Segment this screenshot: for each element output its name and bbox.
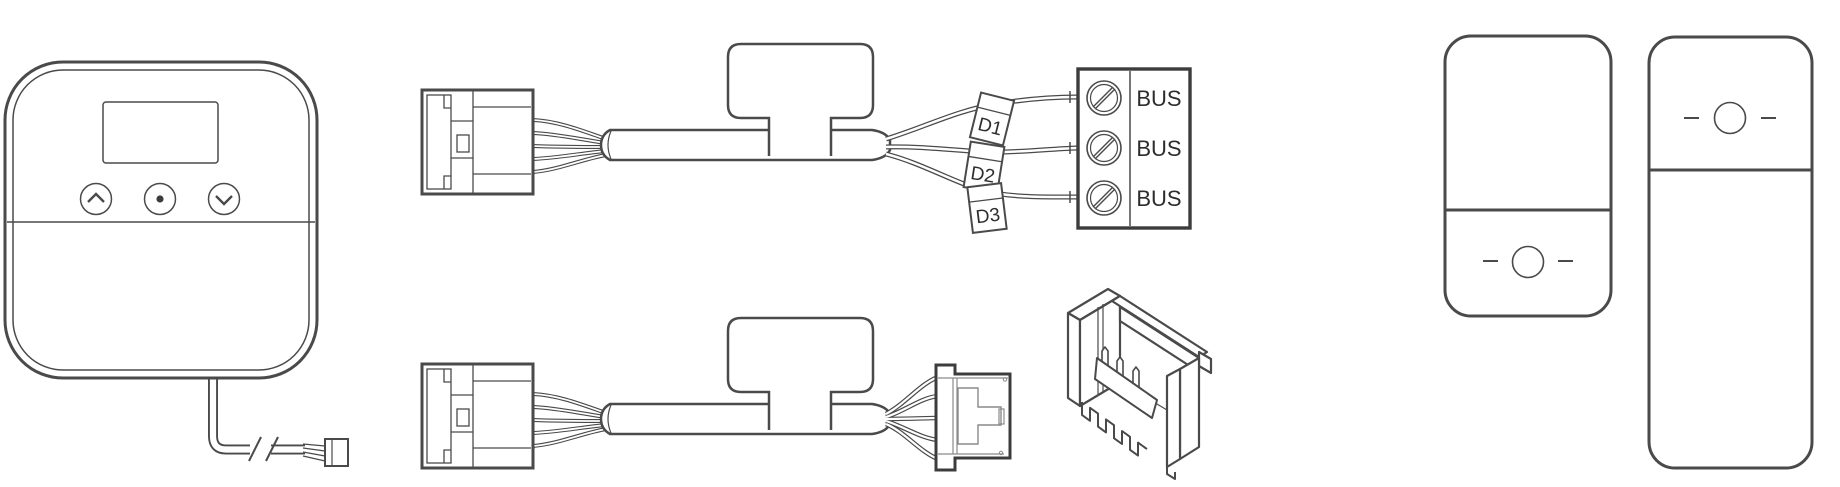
cable-break-marks <box>248 436 279 462</box>
plug-wire-fan-right <box>884 374 939 462</box>
chevron-down-icon <box>215 195 233 206</box>
controller-device <box>3 60 349 467</box>
terminal-label-bus-1: BUS <box>1136 86 1181 111</box>
button-circle-icon <box>1713 101 1747 135</box>
remote-panel-small <box>1443 34 1613 318</box>
chevron-up-icon <box>87 192 105 203</box>
terminal-block: BUS BUS BUS <box>1076 67 1192 230</box>
bus-cable-assembly: D1 D2 D3 <box>420 42 1192 235</box>
controller-cable-connector <box>324 438 349 467</box>
terminal-screw-1 <box>1086 80 1122 116</box>
plug-cable-left-half <box>420 316 892 470</box>
button-down <box>207 182 241 216</box>
plug-latch-slot <box>957 387 1002 445</box>
terminal-screw-3 <box>1086 180 1122 216</box>
wire-tag-d3: D3 <box>966 181 1008 235</box>
plug-cable-assembly <box>420 316 1012 472</box>
terminal-screw-2 <box>1086 130 1122 166</box>
button-up <box>79 182 113 216</box>
controller-body <box>3 60 319 380</box>
header-connector-3d <box>1066 287 1213 480</box>
wire-tag-label: D3 <box>975 205 1002 229</box>
wire-tag-d1: D1 <box>968 91 1016 147</box>
power-button <box>1684 101 1776 135</box>
cable-plug-right <box>934 363 1012 472</box>
power-button <box>1483 245 1573 279</box>
terminal-label-bus-2: BUS <box>1136 136 1181 161</box>
remote-panel-large <box>1647 35 1814 470</box>
button-select <box>143 182 177 216</box>
bus-cable-left-half <box>420 42 892 196</box>
button-circle-icon <box>1511 245 1545 279</box>
terminal-label-bus-3: BUS <box>1136 186 1181 211</box>
display-screen <box>102 101 219 164</box>
controller-cable <box>208 374 349 467</box>
controller-cable-wires <box>302 443 326 462</box>
dot-icon <box>156 195 164 203</box>
